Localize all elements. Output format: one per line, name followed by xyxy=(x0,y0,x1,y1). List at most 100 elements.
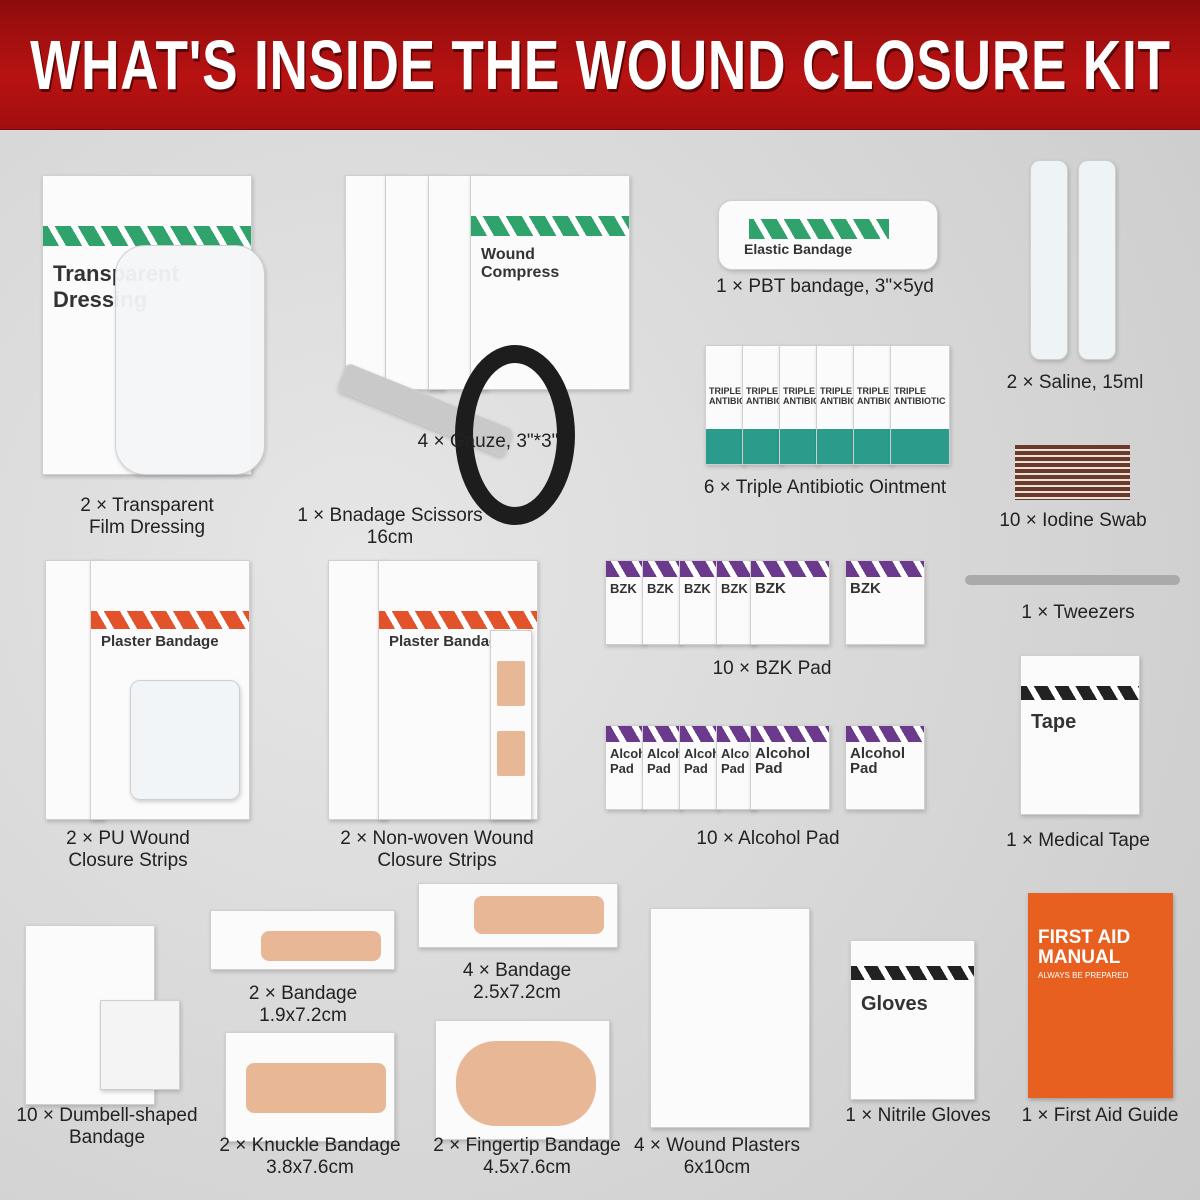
ointment-label: TRIPLE ANTIBIOTIC xyxy=(709,386,744,406)
pad-label: Alcohol Pad xyxy=(610,746,644,776)
ointment-label: TRIPLE ANTIBIOTIC xyxy=(820,386,855,406)
bandage-small-pack xyxy=(210,910,395,970)
pad-label: Alcohol Pad xyxy=(684,746,718,776)
caption-line: 2 × Fingertip Bandage xyxy=(433,1135,621,1156)
pad-stripe xyxy=(606,726,644,742)
plaster-label: Plaster Bandage xyxy=(389,633,507,650)
pad-stripe xyxy=(717,726,755,742)
caption-line: 6 × Triple Antibiotic Ointment xyxy=(703,477,947,498)
pbt-bandage: Elastic Bandage xyxy=(718,200,938,270)
pad-stripe xyxy=(643,561,681,577)
nonwoven-strip xyxy=(490,630,532,820)
pad-label: BZK xyxy=(647,581,674,596)
caption-bzk: 10 × BZK Pad xyxy=(713,658,832,680)
pad-label: BZK xyxy=(755,581,786,596)
caption-saline: 2 × Saline, 15ml xyxy=(1007,372,1144,394)
caption-line: 2 × Non-woven Wound xyxy=(340,828,534,849)
knuckle-pack xyxy=(225,1032,395,1142)
bzk-pad: BZK xyxy=(750,560,830,645)
ointment-band xyxy=(854,429,892,464)
caption-line: 1 × Bnadage Scissors xyxy=(297,505,483,526)
ointment-label: TRIPLE ANTIBIOTIC xyxy=(783,386,818,406)
caption-ointment: 6 × Triple Antibiotic Ointment xyxy=(704,477,946,499)
caption-gauze: 4 × Gauze, 3"*3" xyxy=(418,431,559,453)
caption-line: Closure Strips xyxy=(377,850,497,871)
caption-guide: 1 × First Aid Guide xyxy=(1022,1105,1179,1127)
gloves-pack: Gloves xyxy=(850,940,975,1100)
ointment-label: TRIPLE ANTIBIOTIC xyxy=(857,386,892,406)
pad-label: Alcohol Pad xyxy=(755,746,810,776)
caption-line: 10 × Dumbell-shaped xyxy=(16,1105,198,1126)
caption-line: 4 × Bandage xyxy=(462,960,572,981)
caption-line: 4 × Gauze, 3"*3" xyxy=(417,431,559,452)
header-banner: WHAT'S INSIDE THE WOUND CLOSURE KIT xyxy=(0,0,1200,132)
pad-label: BZK xyxy=(610,581,637,596)
page-title: WHAT'S INSIDE THE WOUND CLOSURE KIT xyxy=(29,25,1171,104)
caption-line: 2 × Bandage xyxy=(248,983,358,1004)
ointment-band xyxy=(743,429,781,464)
alc-pad: Alcohol Pad xyxy=(716,725,756,810)
caption-pbt: 1 × PBT bandage, 3"×5yd xyxy=(716,276,934,298)
pad-stripe xyxy=(717,561,755,577)
ointment-band xyxy=(706,429,744,464)
bzk-pad: BZK xyxy=(605,560,645,645)
caption-line: 2 × Transparent xyxy=(80,495,214,516)
caption-line: 1 × Nitrile Gloves xyxy=(845,1105,991,1126)
caption-line: Film Dressing xyxy=(88,517,206,538)
wound-plasters xyxy=(650,908,810,1128)
caption-line: 16cm xyxy=(366,527,414,548)
pad-stripe xyxy=(751,726,829,742)
alc-pad: Alcohol Pad xyxy=(845,725,925,810)
pad-stripe xyxy=(606,561,644,577)
ointment-label: TRIPLE ANTIBIOTIC xyxy=(746,386,781,406)
caption-line: 4.5x7.6cm xyxy=(483,1157,571,1178)
pu-strip xyxy=(130,680,240,800)
plaster-label: Plaster Bandage xyxy=(101,633,219,650)
caption-line: 2 × PU Wound xyxy=(66,828,190,849)
pad-stripe xyxy=(680,561,718,577)
ointment-packet: TRIPLE ANTIBIOTIC xyxy=(890,345,950,465)
ointment-packet: TRIPLE ANTIBIOTIC xyxy=(853,345,893,465)
pad-stripe xyxy=(643,726,681,742)
caption-line: 3.8x7.6cm xyxy=(266,1157,354,1178)
dumbell-bandage xyxy=(100,1000,180,1090)
bzk-pad: BZK xyxy=(679,560,719,645)
tape-label: Tape xyxy=(1031,711,1077,733)
pad-label: Alcohol Pad xyxy=(721,746,755,776)
ointment-band xyxy=(891,429,949,464)
caption-line: 1 × Tweezers xyxy=(1021,602,1135,623)
ointment-packet: TRIPLE ANTIBIOTIC xyxy=(779,345,819,465)
caption-line: 10 × Iodine Swab xyxy=(999,510,1147,531)
bzk-pad: BZK xyxy=(716,560,756,645)
ointment-label: TRIPLE ANTIBIOTIC xyxy=(894,386,946,406)
caption-line: 2.5x7.2cm xyxy=(473,982,561,1003)
film-dressing xyxy=(115,245,265,475)
ointment-packet: TRIPLE ANTIBIOTIC xyxy=(816,345,856,465)
alc-pad: Alcohol Pad xyxy=(605,725,645,810)
caption-line: 4 × Wound Plasters xyxy=(634,1135,800,1156)
caption-tape: 1 × Medical Tape xyxy=(1006,830,1150,852)
caption-line: 2 × Knuckle Bandage xyxy=(219,1135,401,1156)
caption-line: Bandage xyxy=(68,1127,146,1148)
caption-line: 1 × PBT bandage, 3"×5yd xyxy=(716,276,934,297)
caption-line: 1 × First Aid Guide xyxy=(1021,1105,1179,1126)
first-aid-guide: FIRST AID MANUAL ALWAYS BE PREPARED xyxy=(1028,893,1173,1098)
bandage-large-pack xyxy=(418,883,618,948)
iodine-swabs xyxy=(1015,445,1130,500)
guide-subtitle: ALWAYS BE PREPARED xyxy=(1038,971,1129,980)
bzk-pad: BZK xyxy=(642,560,682,645)
caption-tweezers: 1 × Tweezers xyxy=(1021,602,1134,624)
pad-label: Alcohol Pad xyxy=(647,746,681,776)
alc-pad: Alcohol Pad xyxy=(642,725,682,810)
caption-iodine: 10 × Iodine Swab xyxy=(999,510,1146,532)
pad-label: BZK xyxy=(684,581,711,596)
guide-title: FIRST AID MANUAL xyxy=(1038,927,1131,968)
